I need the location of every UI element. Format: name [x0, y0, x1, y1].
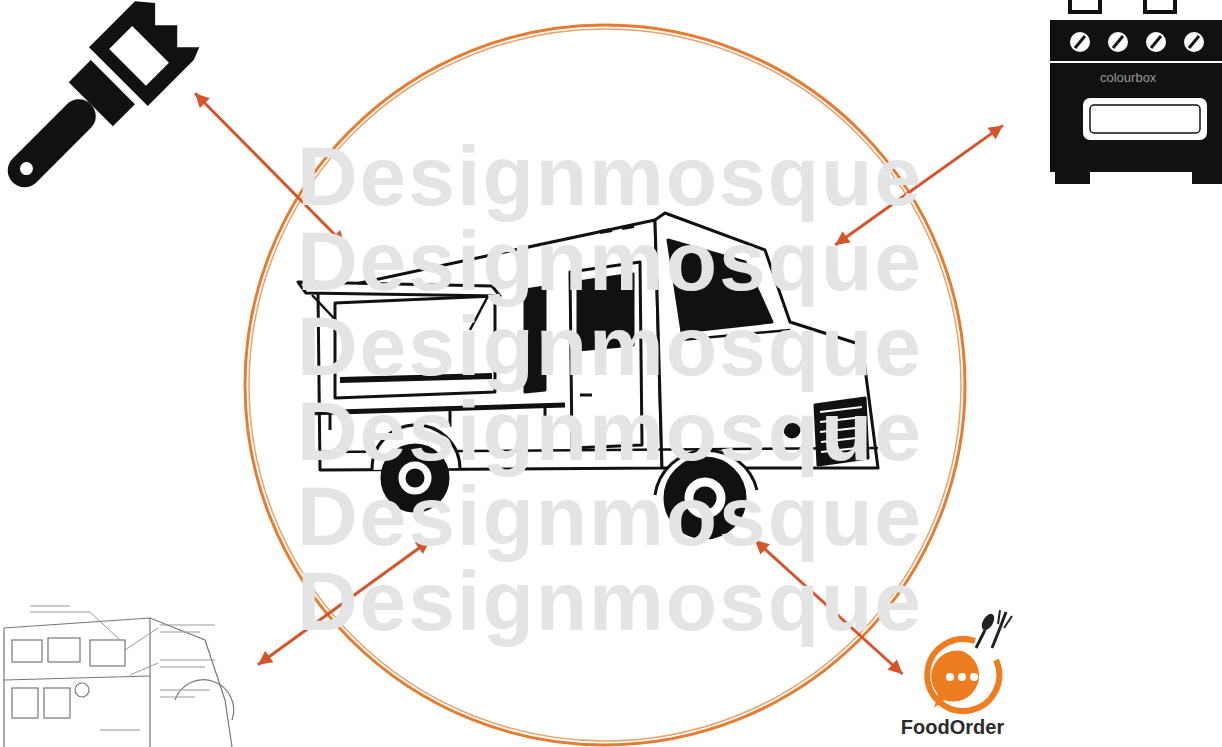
- stove-symbol: [1069, 31, 1205, 53]
- food-order-emblem: [979, 612, 997, 633]
- paintbrush-icon: [5, 15, 195, 185]
- stove-symbol: [1113, 36, 1123, 48]
- watermark-text: Designmosque: [297, 468, 923, 565]
- stove-symbol: [1050, 61, 1222, 63]
- stove-symbol: [1050, 20, 1222, 172]
- stove-symbol: [1107, 31, 1129, 53]
- blueprint-sketch: [30, 612, 90, 613]
- blueprint-sketch: [3, 628, 4, 747]
- food-order-emblem: [970, 673, 978, 681]
- orange-ring: [245, 25, 965, 745]
- stove-symbol: [1189, 36, 1199, 48]
- food-order-emblem: [958, 673, 966, 681]
- stove-symbol: [1069, 31, 1091, 53]
- blueprint-sketch: [160, 625, 215, 626]
- watermark-text: Designmosque: [297, 298, 923, 395]
- logo-wordmark: FoodOrder: [901, 716, 1004, 743]
- blueprint-sketch: [160, 632, 200, 633]
- stove-symbol: [1145, 31, 1167, 53]
- blueprint-sketch: [100, 730, 140, 731]
- paintbrush-symbol: [0, 0, 203, 212]
- stove-symbol: [1075, 36, 1199, 48]
- stove-symbol: [1055, 172, 1090, 184]
- stove-symbol: [1070, 0, 1100, 12]
- stove-symbol: [1075, 36, 1085, 48]
- blueprint-drawing: [0, 600, 258, 747]
- paintbrush-symbol: [1, 92, 103, 194]
- blueprint-sketch: [160, 660, 215, 661]
- blueprint-sketch: [12, 640, 42, 662]
- stove-icon: [1003, 0, 1220, 190]
- food-order-emblem: [927, 639, 999, 711]
- food-order-emblem: [998, 610, 1012, 628]
- stove-symbol: [1151, 36, 1161, 48]
- orange-ring: [249, 29, 961, 741]
- paintbrush-symbol: [17, 159, 35, 177]
- blueprint-sketch: [175, 680, 234, 720]
- blueprint-sketch: [44, 688, 70, 718]
- paintbrush-symbol: [109, 26, 169, 86]
- watermark-text: Designmosque: [297, 213, 923, 310]
- blueprint-sketch: [12, 688, 38, 718]
- blueprint-sketch: [149, 618, 150, 747]
- stove-symbol: [1183, 31, 1205, 53]
- blueprint-sketch: [48, 638, 80, 662]
- stove-symbol: [1090, 105, 1200, 133]
- watermark-text: colourbox: [1100, 70, 1156, 85]
- blueprint-sketch: [4, 618, 232, 747]
- blueprint-sketch: [30, 606, 215, 730]
- stove-symbol: [1145, 0, 1175, 12]
- blueprint-sketch: [125, 628, 158, 650]
- stove-symbol: [1050, 0, 1222, 184]
- orange-ring: [245, 25, 965, 745]
- food-order-emblem: [946, 673, 954, 681]
- food-order-emblem: [931, 651, 979, 708]
- blueprint-sketch: [75, 683, 89, 697]
- blueprint-sketch: [160, 667, 205, 668]
- watermark-text: Designmosque: [297, 383, 923, 480]
- stove-symbol: [1083, 98, 1207, 140]
- blueprint-sketch: [4, 676, 150, 680]
- blueprint-sketch: [4, 606, 234, 747]
- food-order-emblem: [976, 630, 985, 648]
- blueprint-sketch: [160, 690, 210, 691]
- blueprint-sketch: [90, 612, 120, 640]
- stove-symbol: [1192, 172, 1222, 184]
- watermark-text: Designmosque: [297, 553, 923, 650]
- blueprint-sketch: [30, 606, 70, 607]
- food-order-emblem: [927, 610, 1012, 711]
- blueprint-sketch: [90, 640, 125, 666]
- watermark-text: Designmosque: [297, 128, 923, 225]
- blueprint-sketch: [130, 663, 158, 675]
- blueprint-sketch: [160, 697, 195, 698]
- paintbrush-symbol: [89, 0, 203, 106]
